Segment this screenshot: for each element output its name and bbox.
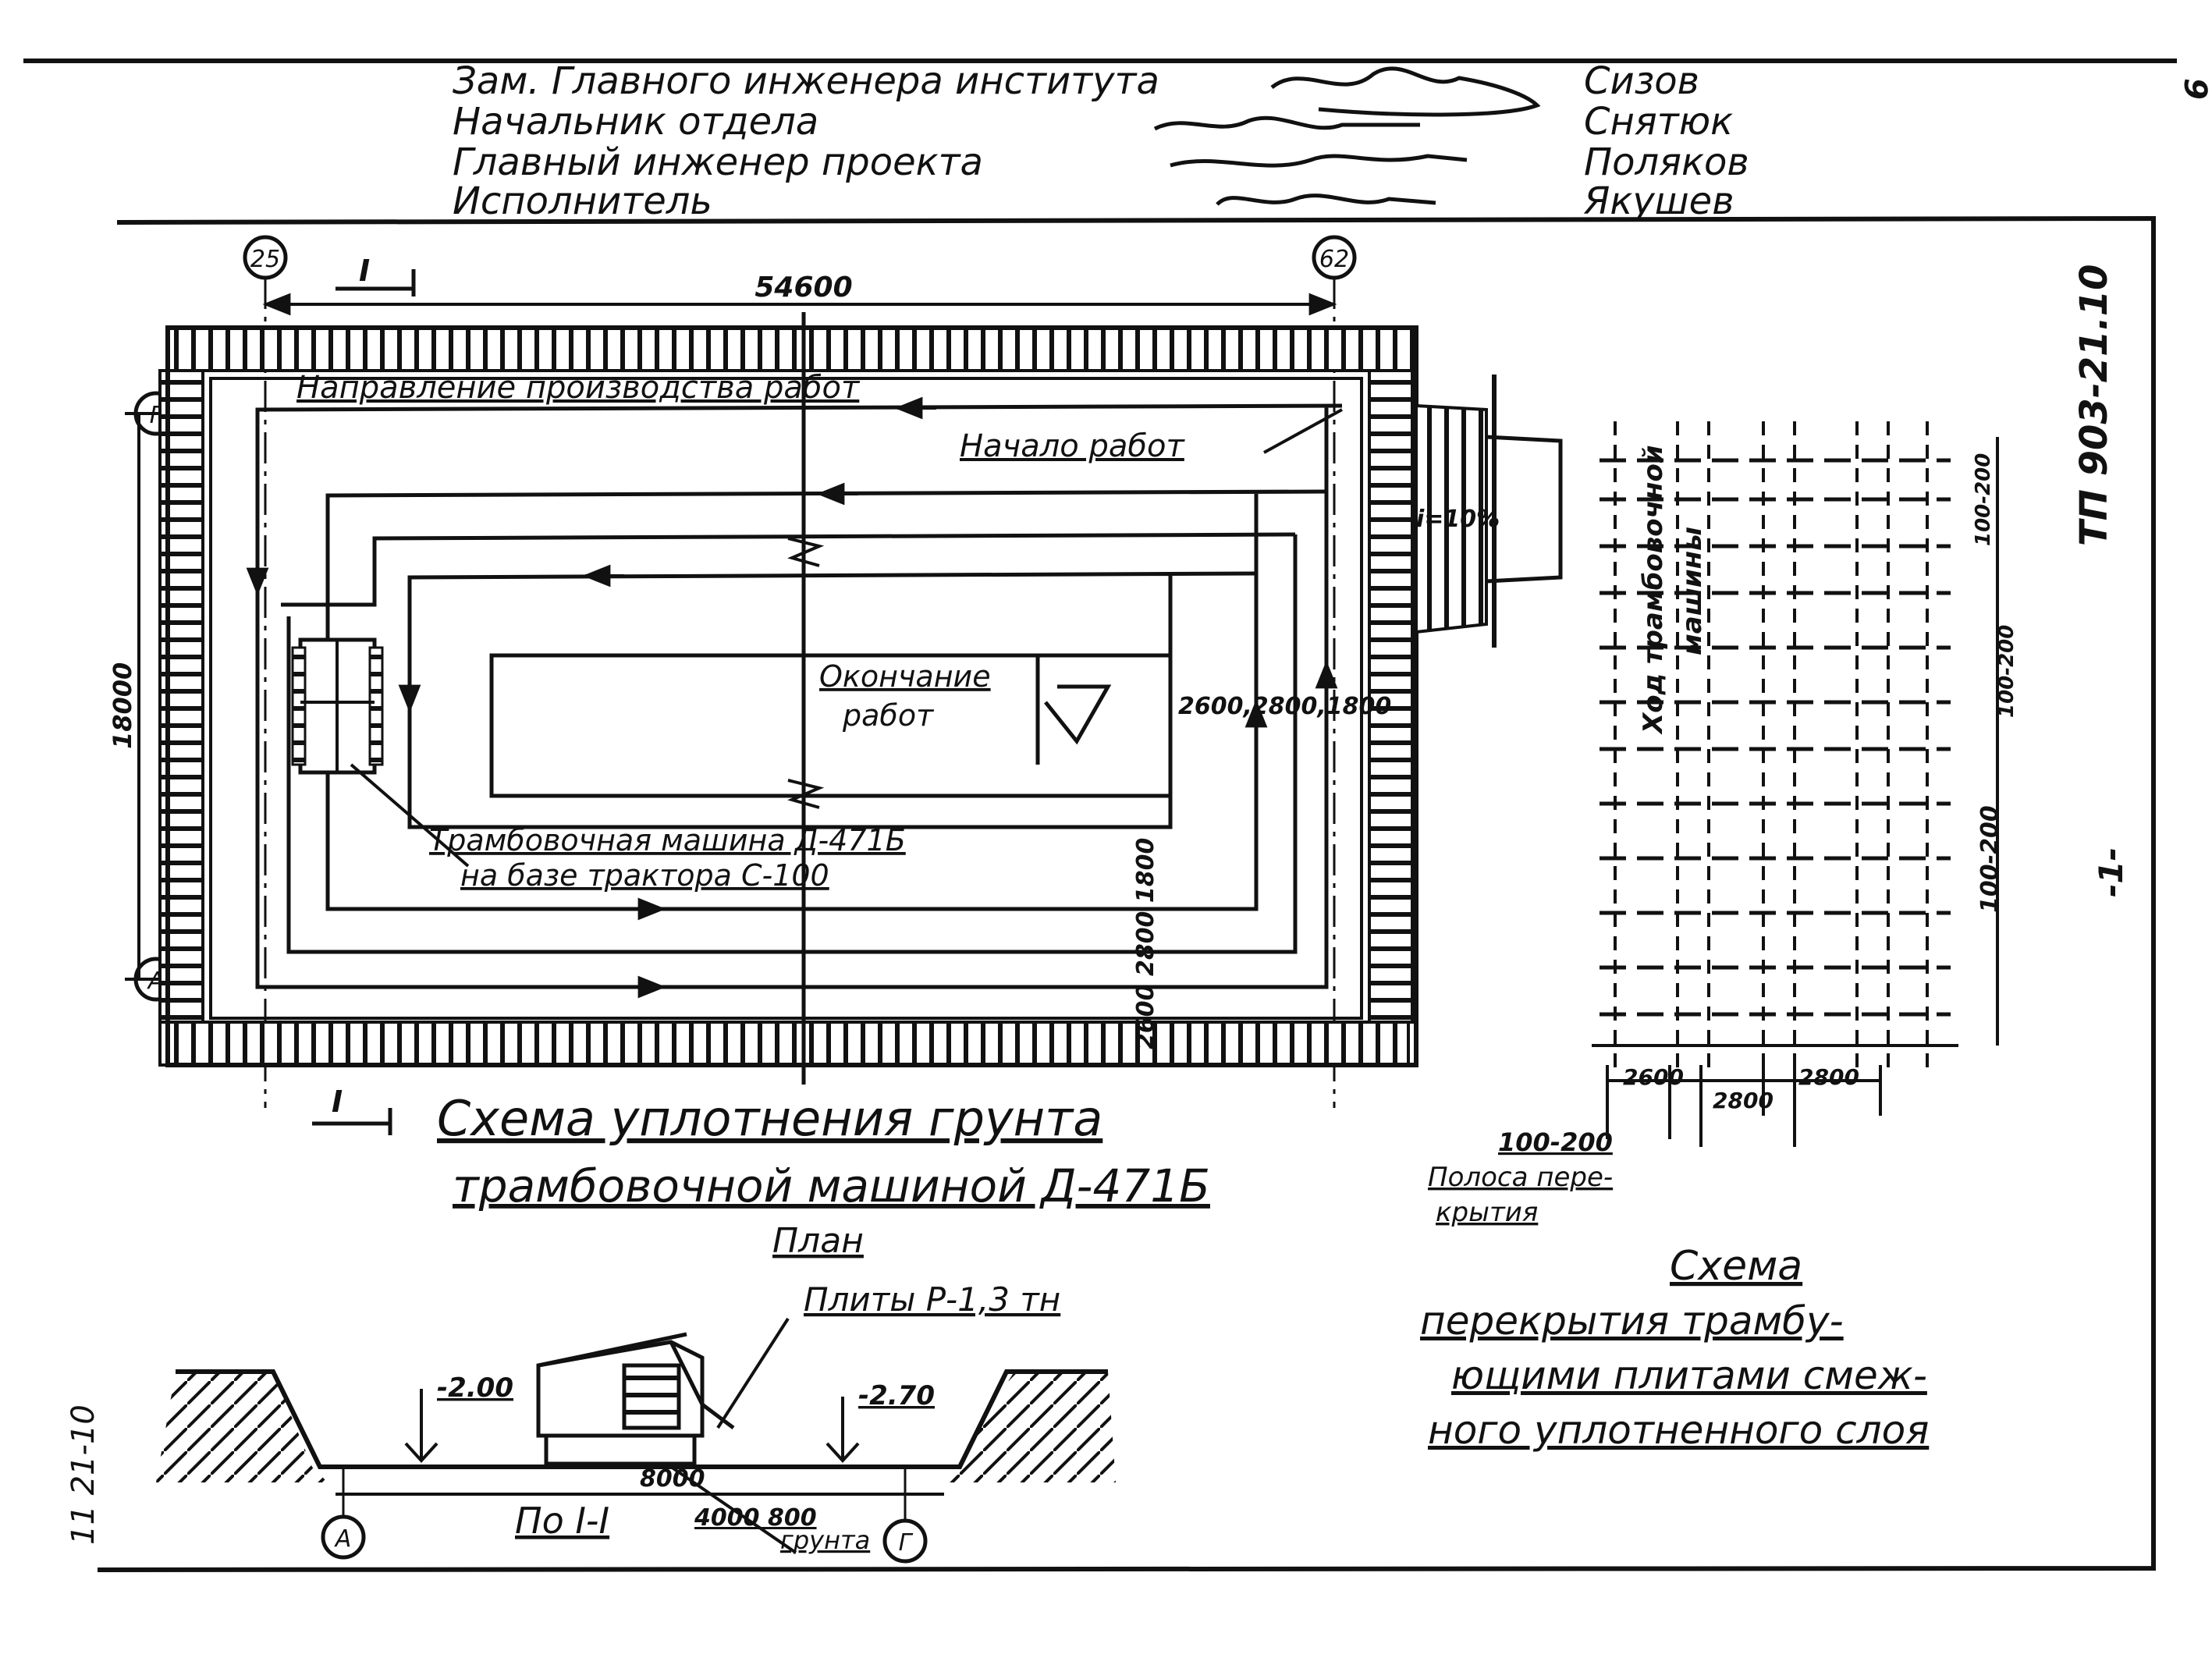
- plan-view: 25 62 Г А 54600 18000: [108, 235, 1563, 1261]
- break-mark-1: [787, 537, 825, 567]
- level-left: -2.00: [437, 1372, 513, 1404]
- overlap-dim-right-2: 100-200: [1995, 625, 2018, 718]
- section-soil-label: грунта: [780, 1525, 870, 1555]
- end-label-1: Окончание: [819, 659, 991, 694]
- strip-dims: 2600,2800,1800: [1178, 693, 1391, 720]
- dimension-length: 54600: [262, 272, 1337, 316]
- svg-text:I: I: [359, 254, 370, 288]
- machine-label-1: Трамбовочная машина Д-471Б: [429, 823, 906, 857]
- overlap-label-vertical-1: Ход трамбовочной: [1638, 445, 1669, 735]
- section-dim-1: 8000: [640, 1465, 705, 1493]
- axis-marker-25: 25: [243, 235, 288, 1108]
- title-row-1-position: Зам. Главного инженера института: [453, 59, 1159, 103]
- section-caption: По I-I: [515, 1500, 609, 1542]
- overlap-dim-bottom-3: 2800: [1798, 1064, 1859, 1090]
- svg-text:54600: 54600: [754, 272, 852, 304]
- title-row-2-position: Начальник отдела: [453, 100, 818, 144]
- start-label: Начало работ: [960, 428, 1186, 464]
- overlap-dim-right-1: 100-200: [1972, 453, 1995, 546]
- svg-text:18000: 18000: [108, 662, 137, 749]
- overlap-label-2: крытия: [1436, 1197, 1538, 1228]
- title-row-4-position: Исполнитель: [453, 179, 712, 223]
- start-leader: [1263, 408, 1343, 454]
- plan-caption-3: План: [772, 1221, 864, 1261]
- excavation-slope: [158, 325, 1418, 1067]
- section-view: Плиты Р-1,3 тн -2.00 -2.70 8000 4000 800…: [156, 1280, 1116, 1564]
- machine-leader: [350, 763, 470, 868]
- end-label-2: работ: [842, 698, 935, 733]
- section-dim-2: 4000 800: [694, 1504, 817, 1532]
- overlap-label-1: Полоса пере-: [1428, 1162, 1613, 1193]
- access-ramp: i=10%: [1415, 375, 1563, 648]
- overlap-dim-right-3: 100-200: [1976, 805, 2004, 913]
- overlap-caption-1: Схема: [1670, 1243, 1802, 1290]
- plan-caption-2: трамбовочной машиной Д-471Б: [453, 1159, 1210, 1212]
- section-axis-a: А: [321, 1467, 366, 1560]
- axis-marker-62: 62: [1312, 235, 1357, 1108]
- overlap-scheme: Ход трамбовочной машины 100-200 100-200 …: [1420, 421, 2018, 1453]
- plates-leader: [716, 1317, 790, 1429]
- overlap-dim-bottom-1: 2600: [1623, 1064, 1684, 1090]
- machine-label-2: на базе трактора С-100: [460, 858, 829, 893]
- title-row-4-name: Якушев: [1583, 179, 1734, 223]
- tamping-machine-plan: [291, 637, 384, 775]
- section-axis-g: Г: [882, 1467, 928, 1564]
- strip-dims-vertical: 2600 2800 1800: [1132, 838, 1159, 1049]
- section-mark-bottom: I: [312, 1085, 392, 1135]
- overlap-bottom-dims: [1606, 1065, 1882, 1147]
- level-marks: [404, 1389, 860, 1463]
- overlap-caption-2: перекрытия трамбу-: [1420, 1298, 1844, 1344]
- tamping-machine-section: [536, 1332, 735, 1466]
- direction-label: Направление производства работ: [296, 370, 861, 406]
- title-block: Зам. Главного инженера института Начальн…: [453, 59, 1749, 223]
- title-row-2-name: Снятюк: [1584, 100, 1733, 144]
- svg-text:А: А: [334, 1525, 352, 1553]
- overlap-caption-3: ющими плитами смеж-: [1451, 1353, 1927, 1398]
- overlap-dim: 100-200: [1498, 1127, 1613, 1157]
- plan-caption-1: Схема уплотнения грунта: [437, 1090, 1102, 1147]
- svg-text:I: I: [332, 1085, 343, 1119]
- doc-code: ТП 903-21.10: [2072, 264, 2116, 546]
- side-code: 11 21-10: [66, 1404, 101, 1545]
- plates-label: Плиты Р-1,3 тн: [804, 1280, 1060, 1319]
- section-dim-leader: [669, 1465, 797, 1554]
- section-mark-top: I: [336, 254, 416, 296]
- svg-text:Г: Г: [899, 1529, 914, 1557]
- path-arrows: [246, 396, 1338, 999]
- svg-text:62: 62: [1319, 246, 1349, 273]
- svg-text:25: 25: [250, 246, 280, 273]
- signatures: [1153, 66, 1541, 206]
- overlap-dim-bottom-2: 2800: [1713, 1088, 1774, 1113]
- overlap-label-vertical-2: машины: [1677, 527, 1708, 655]
- level-right: -2.70: [858, 1380, 935, 1411]
- sheet-number: 9: [2177, 78, 2212, 100]
- title-row-3-name: Поляков: [1584, 140, 1749, 184]
- sheet-frame: [97, 215, 2156, 1572]
- title-row-1-name: Сизов: [1584, 59, 1699, 103]
- title-row-3-position: Главный инженер проекта: [453, 140, 983, 184]
- slope-label: i=10%: [1416, 506, 1500, 533]
- work-path: [255, 403, 1343, 989]
- overlap-caption-4: ного уплотненного слоя: [1428, 1408, 1929, 1453]
- page-marker: -1-: [2092, 847, 2130, 897]
